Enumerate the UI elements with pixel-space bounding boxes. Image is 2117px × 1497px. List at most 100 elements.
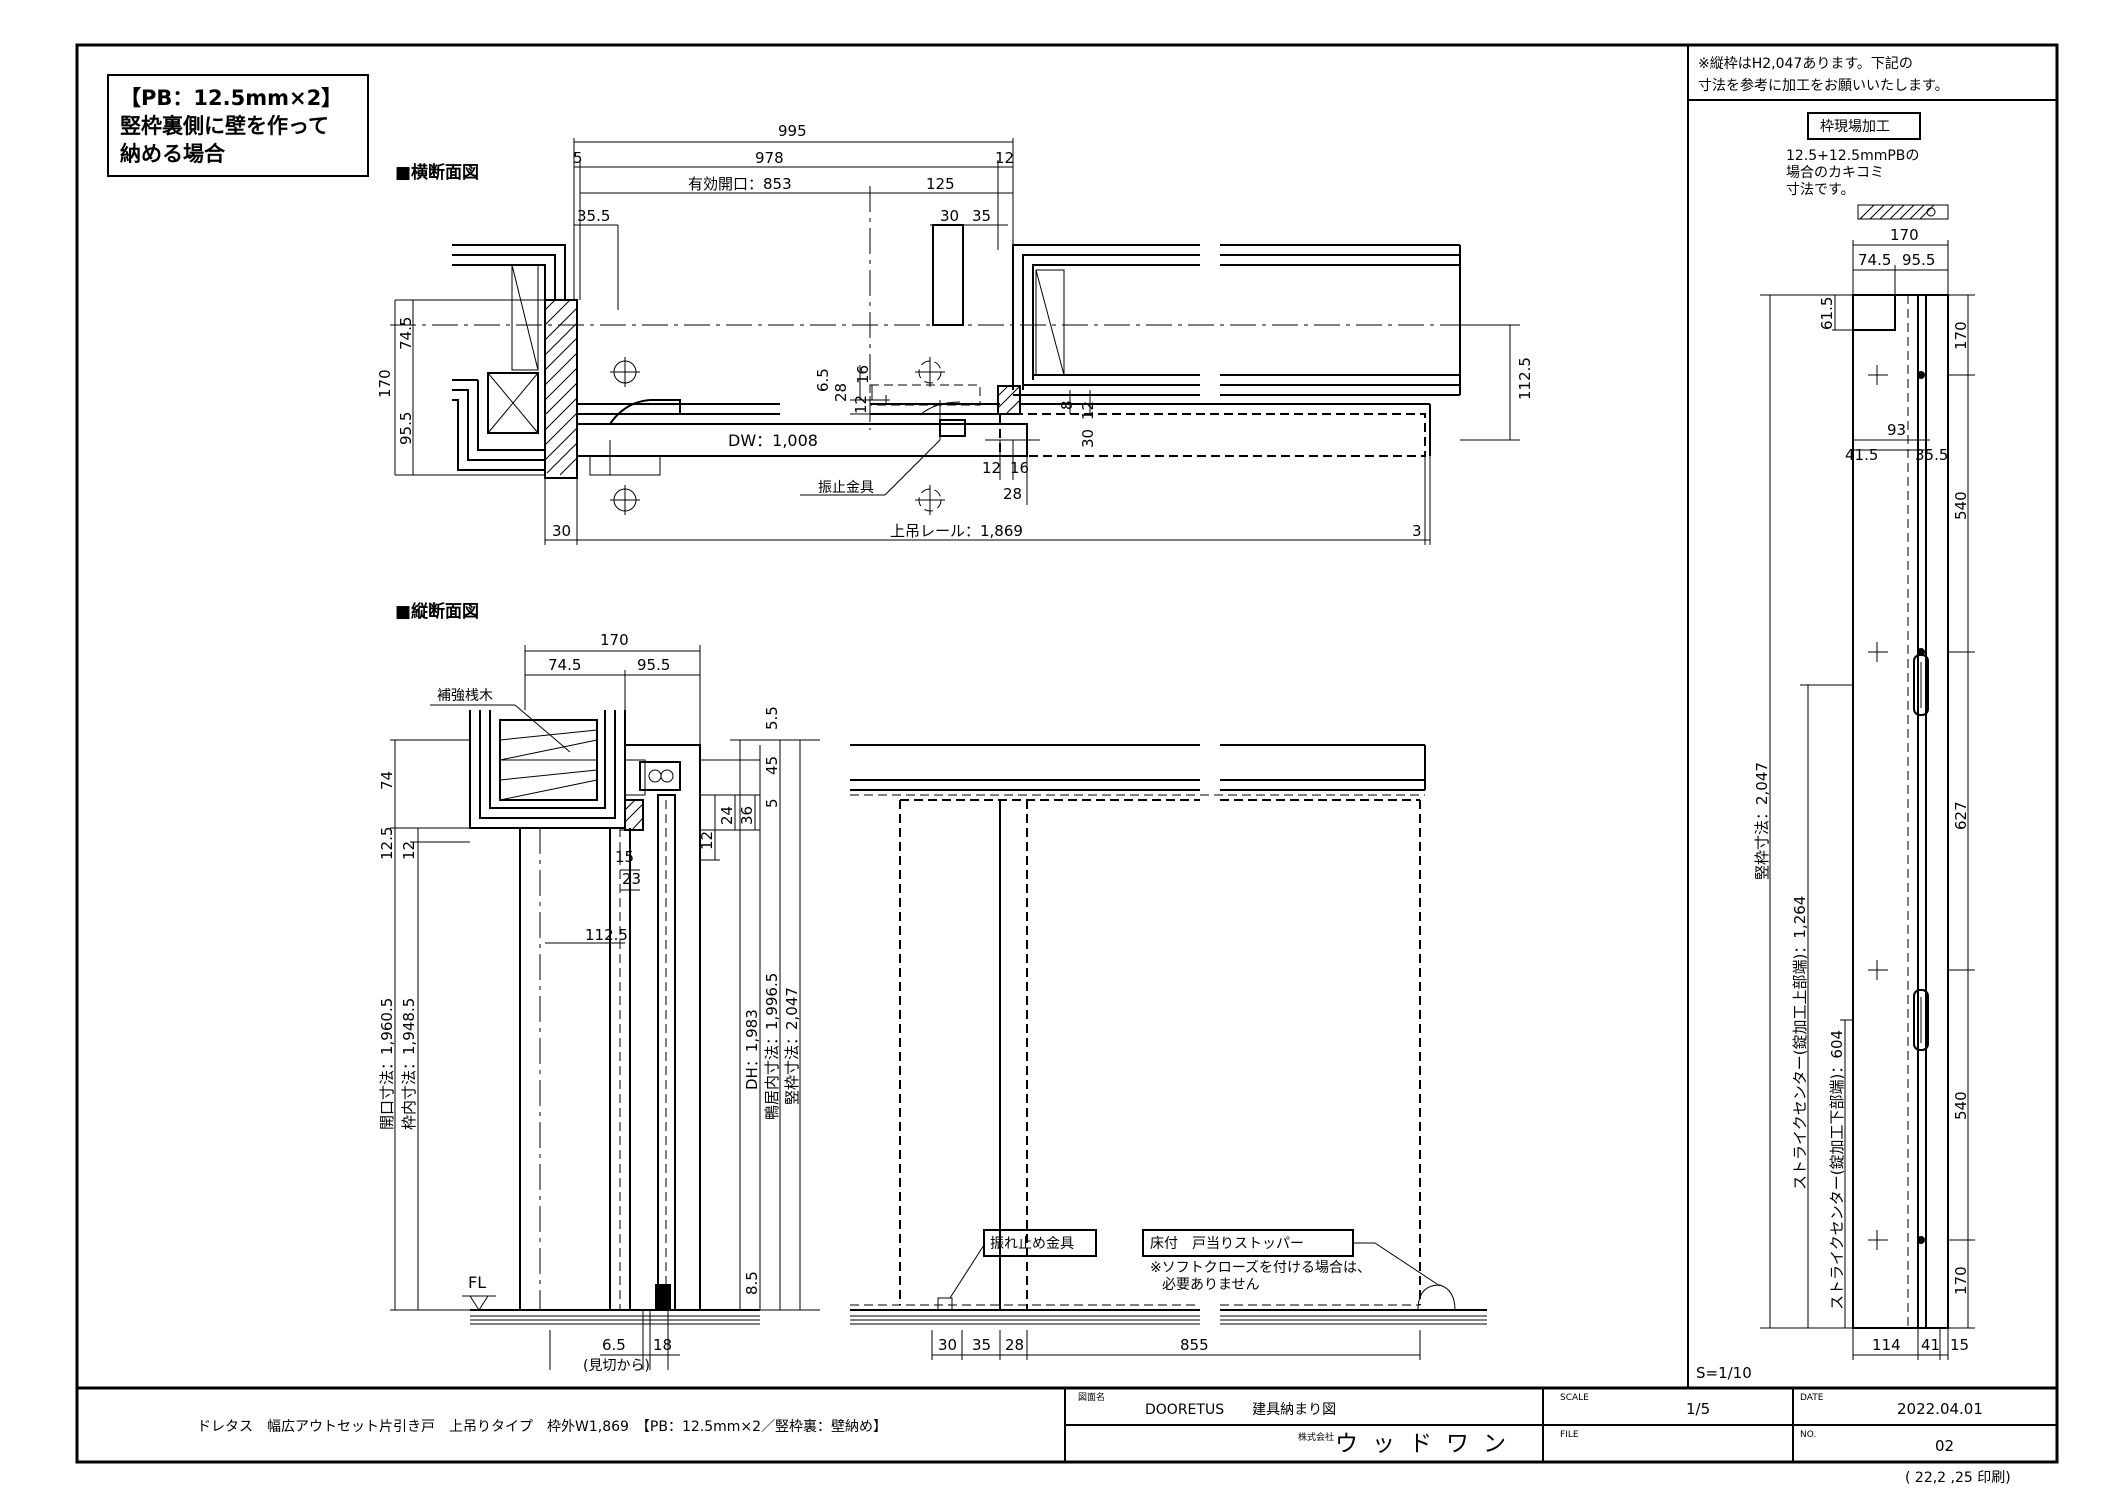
title-no: 02	[1935, 1437, 1954, 1455]
title-date-label: DATE	[1800, 1393, 1824, 1403]
vertical-section-elevation: 振れ止め金具 床付 戸当りストッパー ※ソフトクローズを付ける場合は、 必要あり…	[850, 744, 1487, 1360]
side-dim-41-5: 41.5	[1845, 446, 1878, 464]
title-no-label: NO.	[1800, 1430, 1816, 1440]
side-cut-note-3: 寸法です。	[1786, 182, 1855, 198]
sect-reinforce-label: 補強桟木	[437, 688, 493, 704]
plan-dim-30c: 30	[552, 522, 571, 540]
sect-dim-5-5: 5.5	[763, 706, 781, 730]
plan-dim-6-5: 6.5	[814, 368, 832, 392]
sect-dim-36: 36	[738, 806, 756, 825]
plan-dim-30b: 30	[1079, 429, 1097, 448]
elev-dim-35: 35	[972, 1336, 991, 1354]
side-note-1: ※縦枠はH2,047あります。下記の	[1698, 55, 1913, 72]
side-dim-93: 93	[1887, 421, 1906, 439]
sect-dim-74: 74	[378, 771, 396, 790]
plan-dim-12b: 12	[1079, 401, 1097, 420]
plan-dim-12: 12	[852, 395, 870, 414]
sect-dim-74-5: 74.5	[548, 656, 581, 674]
side-dim-35-5: 35.5	[1915, 446, 1948, 464]
note-line-1: 【PB：12.5mm×2】	[120, 86, 342, 110]
side-row-170a: 170	[1952, 321, 1970, 350]
side-panel: ※縦枠はH2,047あります。下記の 寸法を参考に加工をお願いいたします。 枠現…	[1696, 55, 1975, 1382]
sect-frame-inner-height: 枠内寸法：1,948.5	[400, 998, 418, 1130]
side-cut-note-2: 場合のカキコミ	[1786, 165, 1884, 181]
horizontal-section: 995 5 978 12 有効開口：853 125 35.5 30 35	[376, 122, 1534, 545]
side-row-540b: 540	[1952, 1091, 1970, 1120]
side-cut-note-1: 12.5+12.5mmPBの	[1786, 148, 1919, 164]
side-dim-74-5: 74.5	[1858, 251, 1891, 269]
elev-dim-30: 30	[938, 1336, 957, 1354]
plan-dim-16: 16	[854, 365, 872, 384]
side-strike-upper: ストライクセンター(錠加工上部端)：1,264	[1791, 896, 1809, 1190]
sect-fl-label: FL	[468, 1273, 486, 1292]
title-scale: 1/5	[1686, 1400, 1710, 1418]
plan-dim-74-5: 74.5	[397, 317, 415, 350]
plan-right-wall	[932, 224, 1461, 415]
sect-head-inner-height: 鴨居内寸法：1,996.5	[763, 973, 781, 1120]
title-date: 2022.04.01	[1897, 1400, 1983, 1418]
plan-dim-12c: 12	[982, 459, 1001, 477]
plan-right-dimensions: 112.5 8 12 30 12 16 28	[982, 324, 1534, 505]
plan-dim-16b: 16	[1010, 459, 1029, 477]
side-bottom-114: 114	[1872, 1336, 1901, 1354]
side-dim-170: 170	[1890, 226, 1919, 244]
plan-dim-8: 8	[1058, 400, 1076, 410]
plan-top-dimensions: 995 5 978 12 有効開口：853 125 35.5 30 35	[573, 122, 1014, 430]
elev-floor-stopper-label: 床付 戸当りストッパー	[1150, 1236, 1304, 1252]
plan-dim-28: 28	[832, 383, 850, 402]
title-company-label: 株式会社	[1298, 1431, 1334, 1443]
title-file-label: FILE	[1560, 1430, 1579, 1440]
plan-hardware-circles	[589, 357, 945, 515]
plan-dim-95-5: 95.5	[397, 412, 415, 445]
plan-guide-hardware: 6.5 28 12 16 振止金具	[800, 365, 981, 496]
sect-dim-5: 5	[763, 798, 781, 808]
plan-dim-effective-opening: 有効開口：853	[688, 175, 792, 193]
heading-horizontal-section: ■横断面図	[395, 162, 479, 183]
print-note: ( 22,2 ,25 印刷)	[1905, 1470, 2011, 1486]
elev-dim-855: 855	[1180, 1336, 1209, 1354]
title-drawing-label: 図面名	[1078, 1391, 1105, 1403]
sect-dim-18: 18	[653, 1336, 672, 1354]
sect-dim-24: 24	[718, 806, 736, 825]
sect-dim-170: 170	[600, 631, 629, 649]
plan-bottom-dimensions: 30 上吊レール：1,869 3	[544, 456, 1431, 545]
sect-dim-12-5: 12.5	[378, 827, 396, 860]
title-block: ドレタス 幅広アウトセット片引き戸 上吊りタイプ 枠外W1,869 【PB：12…	[197, 1388, 2057, 1462]
sect-opening-height: 開口寸法：1,960.5	[378, 998, 396, 1130]
plan-dim-30: 30	[940, 207, 959, 225]
plan-dim-35: 35	[972, 207, 991, 225]
heading-vertical-section: ■縦断面図	[395, 601, 479, 622]
side-site-work-label: 枠現場加工	[1820, 119, 1890, 135]
plan-dim-995: 995	[778, 122, 807, 140]
plan-dim-170: 170	[376, 369, 394, 398]
side-dim-61-5: 61.5	[1818, 297, 1836, 330]
plan-dim-978: 978	[755, 149, 784, 167]
sect-jamb-height: 竪枠寸法：2,047	[783, 987, 801, 1105]
note-line-3: 納める場合	[120, 142, 226, 166]
side-jamb-height: 竪枠寸法：2,047	[1753, 762, 1771, 880]
plan-left-jamb	[544, 299, 578, 479]
sect-dim-6-5: 6.5	[602, 1336, 626, 1354]
sect-dim-12b: 12	[698, 831, 716, 850]
title-company: ウッドワン	[1335, 1431, 1520, 1457]
sect-viewed-label: (見切から)	[583, 1358, 650, 1374]
sect-dim-15: 15	[615, 848, 634, 866]
elev-swing-stop-label: 振れ止め金具	[990, 1236, 1074, 1252]
title-scale-label: SCALE	[1560, 1393, 1589, 1403]
sect-dh: DH：1,983	[743, 1009, 761, 1090]
sect-dim-45: 45	[763, 756, 781, 775]
sect-dim-95-5: 95.5	[637, 656, 670, 674]
side-bottom-15: 15	[1950, 1336, 1969, 1354]
plan-dim-28b: 28	[1003, 485, 1022, 503]
elev-dim-28: 28	[1005, 1336, 1024, 1354]
side-strike-lower: ストライクセンター(錠加工下部端)：604	[1828, 1030, 1846, 1310]
side-jamb-marks	[1868, 365, 1929, 1250]
note-line-2: 竪枠裏側に壁を作って	[120, 114, 329, 138]
side-bottom-41: 41	[1921, 1336, 1940, 1354]
note-box: 【PB：12.5mm×2】 竪枠裏側に壁を作って 納める場合	[107, 74, 369, 177]
plan-left-wall	[452, 244, 566, 471]
side-note-2: 寸法を参考に加工をお願いいたします。	[1698, 77, 1949, 94]
elev-soft-close-note-1: ※ソフトクローズを付ける場合は、	[1150, 1260, 1371, 1276]
vertical-section-left: 170 74.5 95.5 補強桟木	[378, 631, 820, 1374]
